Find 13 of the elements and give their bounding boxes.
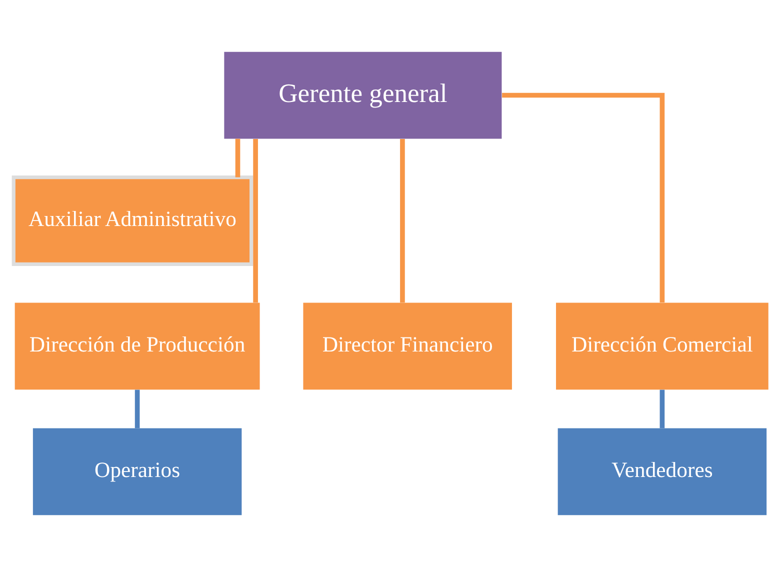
node-box: Gerente general (224, 51, 502, 138)
node-box: Director Financiero (303, 302, 512, 390)
connector (660, 389, 665, 428)
connector (235, 138, 240, 177)
connector (134, 389, 140, 428)
node-box: Vendedores (558, 428, 767, 515)
node-box: Dirección de Producción (14, 302, 260, 390)
connector (502, 92, 665, 302)
node-box: Auxiliar Administrativo (12, 175, 254, 266)
connector (253, 138, 258, 302)
connector (400, 138, 405, 302)
node-box: Operarios (32, 428, 242, 515)
node-box: Dirección Comercial (556, 302, 768, 390)
